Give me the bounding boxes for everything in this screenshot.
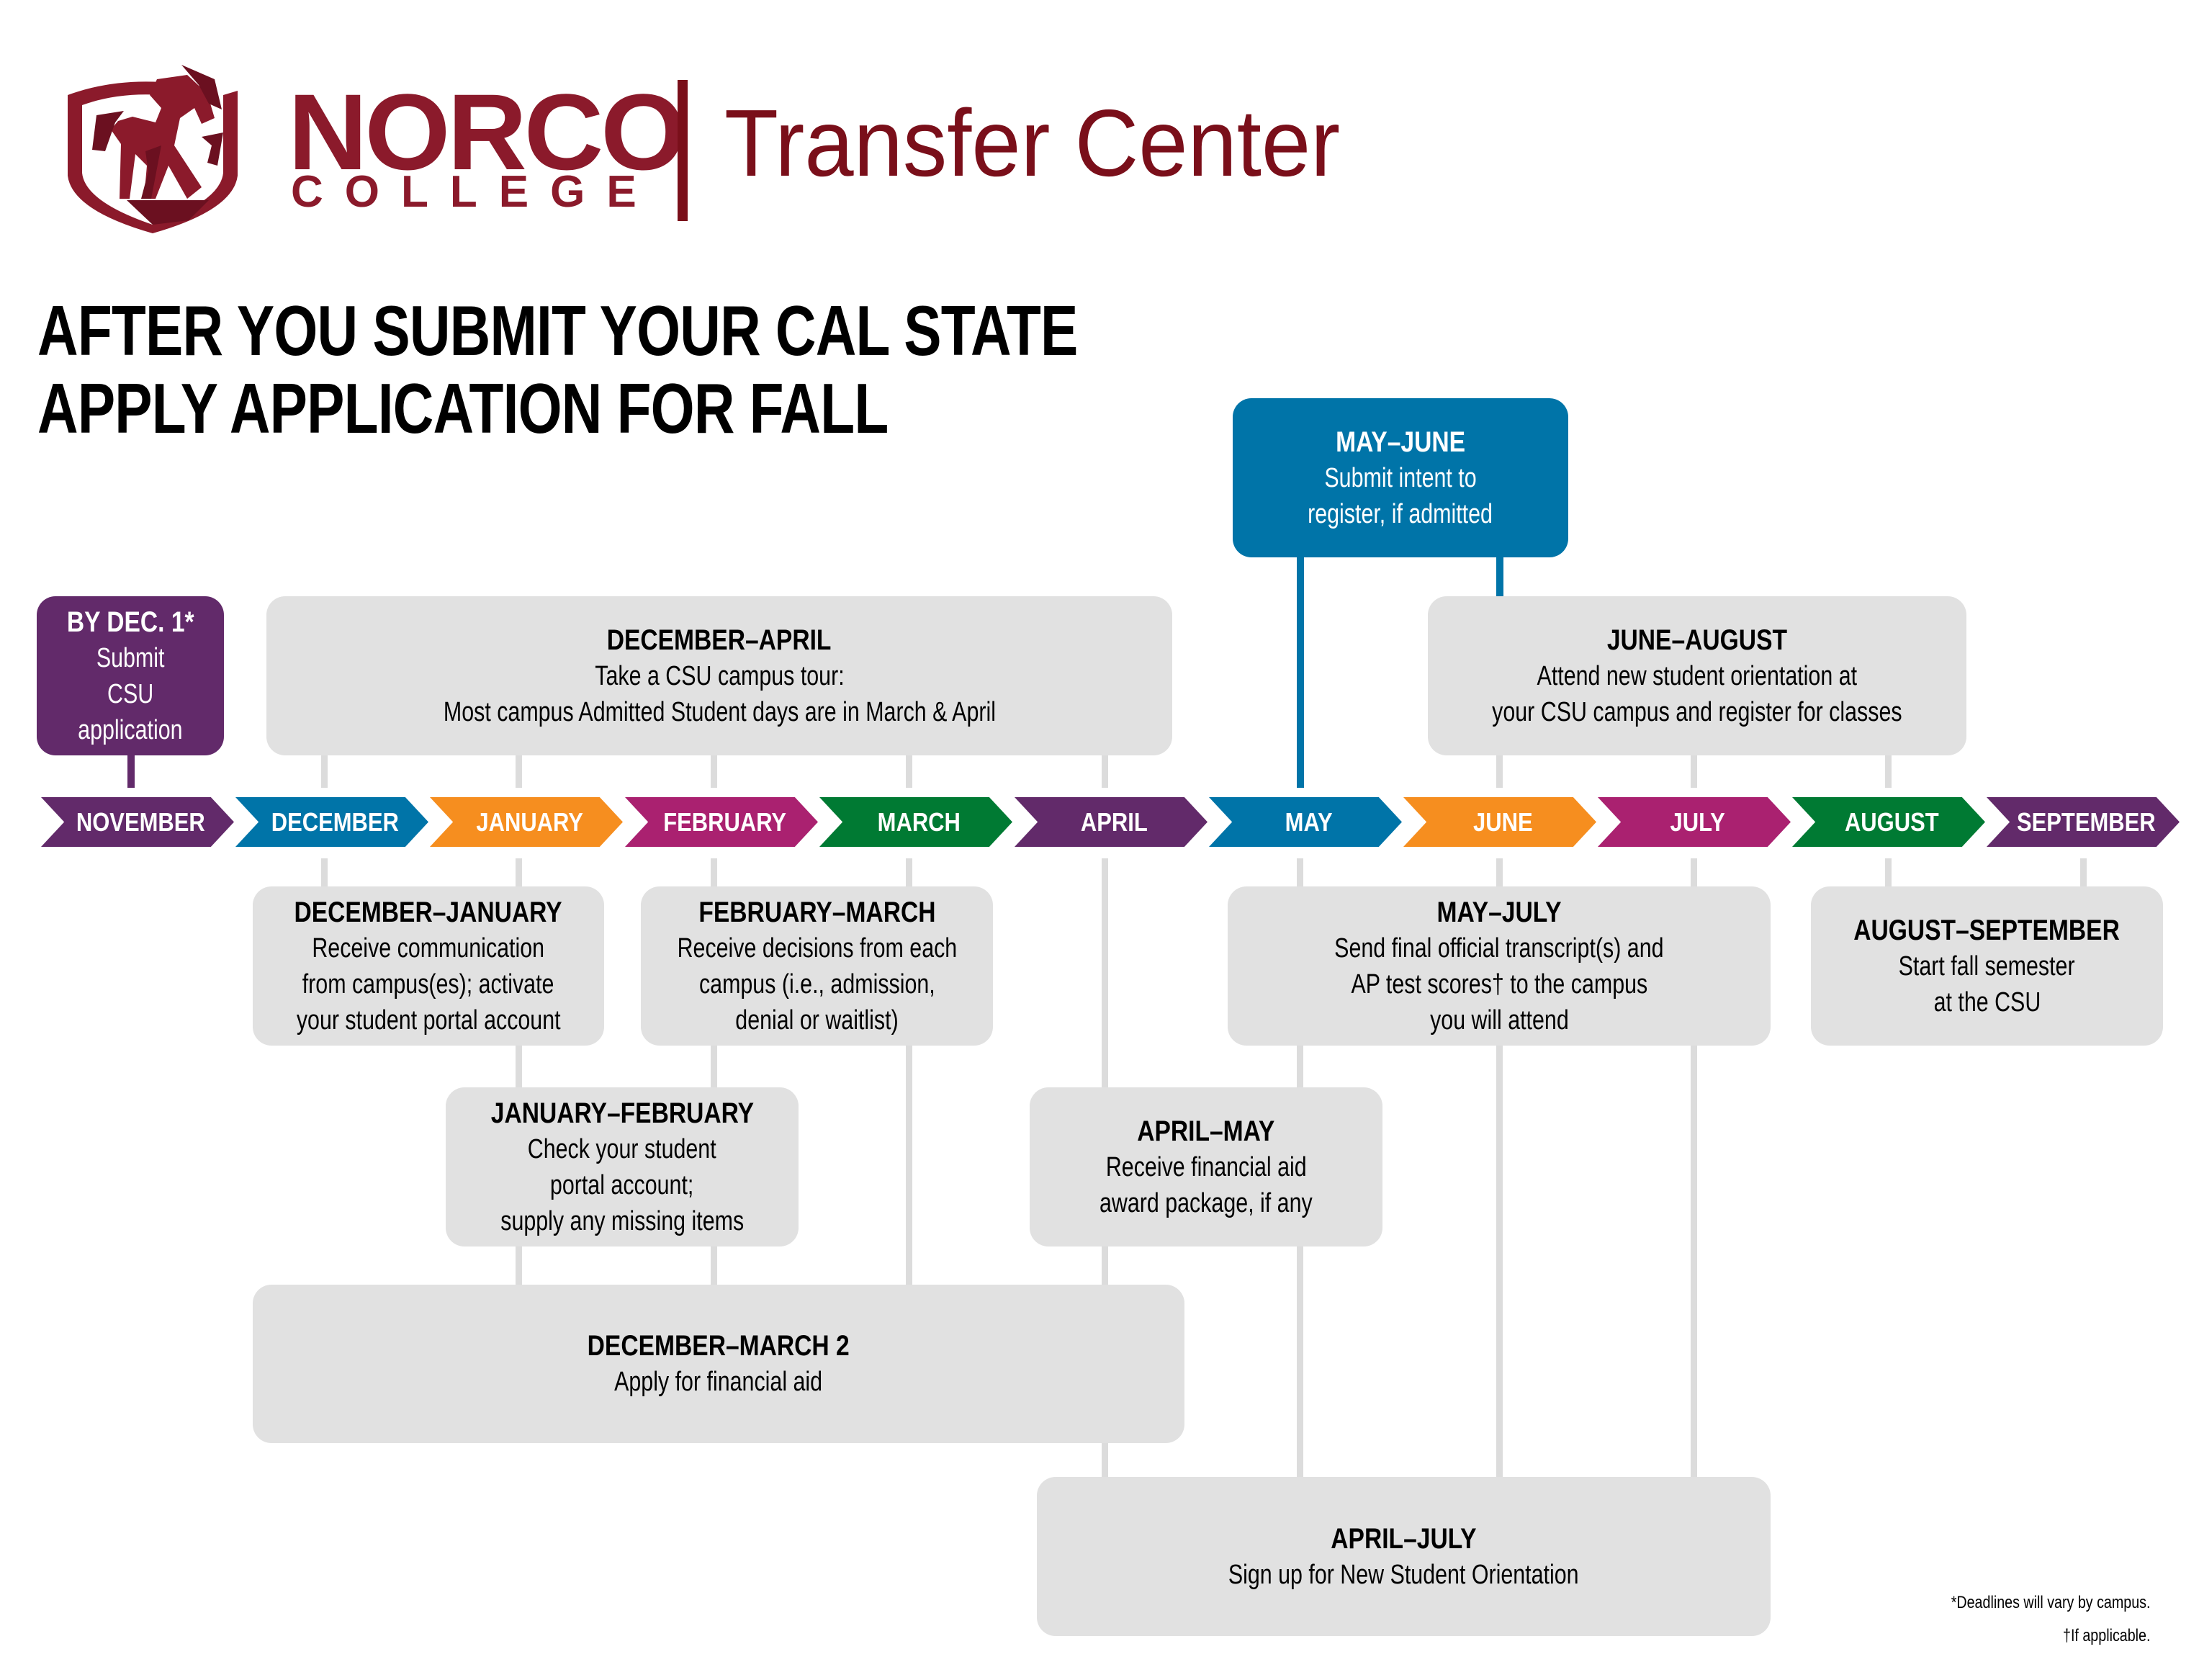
milestone-title: AUGUST–SEPTEMBER <box>1853 914 2121 946</box>
horse-shield-icon <box>68 65 238 233</box>
milestone-apr-jul: APRIL–JULY Sign up for New Student Orien… <box>1037 1477 1771 1636</box>
milestone-text: application <box>78 714 183 745</box>
month-may: MAY <box>1209 797 1402 847</box>
milestone-title: APRIL–MAY <box>1137 1115 1275 1147</box>
milestone-text: Receive financial aid <box>1105 1151 1307 1182</box>
connector-jun-aug-july <box>1691 755 1697 788</box>
milestone-text: Send final official transcript(s) and <box>1334 933 1664 963</box>
milestone-text: you will attend <box>1429 1005 1569 1036</box>
milestone-dec-apr: DECEMBER–APRIL Take a CSU campus tour: M… <box>266 596 1172 755</box>
connector-dec-apr-march <box>906 755 912 788</box>
milestone-text: denial or waitlist) <box>735 1005 899 1036</box>
milestone-may-jul: MAY–JULY Send final official transcript(… <box>1228 886 1771 1046</box>
milestone-text: supply any missing items <box>500 1205 744 1236</box>
milestone-title: APRIL–JULY <box>1331 1522 1477 1555</box>
milestone-text: at the CSU <box>1933 987 2041 1018</box>
header-divider <box>678 80 688 221</box>
wordmark-college: COLLEGE <box>291 167 658 217</box>
footnotes: *Deadlines will vary by campus. †If appl… <box>1907 1586 2150 1653</box>
milestone-aug-sep: AUGUST–SEPTEMBER Start fall semester at … <box>1811 886 2163 1046</box>
month-timeline: NOVEMBER DECEMBER JANUARY FEBRUARY MARCH… <box>0 797 2199 847</box>
milestone-jun-aug: JUNE–AUGUST Attend new student orientati… <box>1428 596 1966 755</box>
milestone-text: Take a CSU campus tour: <box>594 660 845 691</box>
milestone-title: JUNE–AUGUST <box>1606 624 1788 656</box>
milestone-text: Start fall semester <box>1899 951 2075 982</box>
milestone-text: campus (i.e., admission, <box>698 969 935 1000</box>
milestone-jan-feb: JANUARY–FEBRUARY Check your student port… <box>446 1087 799 1246</box>
page-title-line-2: APPLY APPLICATION FOR FALL <box>37 369 889 448</box>
milestone-title: DECEMBER–APRIL <box>607 624 832 656</box>
department-title: Transfer Center <box>724 90 1341 196</box>
connector-jun-aug-june <box>1496 755 1503 788</box>
milestone-text: Submit <box>96 642 165 673</box>
milestone-text: Submit intent to <box>1324 462 1477 493</box>
wordmark-norco: NORCO <box>288 71 686 192</box>
milestone-text: from campus(es); activate <box>302 969 554 1000</box>
month-september: SEPTEMBER <box>1987 797 2180 847</box>
milestone-text: award package, if any <box>1100 1187 1313 1218</box>
milestone-text: your CSU campus and register for classes <box>1492 696 1902 727</box>
milestone-by-dec-1: BY DEC. 1* Submit CSU application <box>37 596 224 755</box>
footnote-deadlines: *Deadlines will vary by campus. <box>1951 1593 2150 1612</box>
milestone-title: MAY–JULY <box>1436 896 1562 928</box>
milestone-text: AP test scores† to the campus <box>1351 969 1647 1000</box>
connector-july-down <box>1691 858 1697 1479</box>
milestone-title: BY DEC. 1* <box>66 606 194 638</box>
milestone-text: Attend new student orientation at <box>1537 660 1858 691</box>
month-august: AUGUST <box>1792 797 1985 847</box>
connector-june-down <box>1496 858 1503 1479</box>
milestone-text: Apply for financial aid <box>614 1367 823 1397</box>
connector-by-dec-1 <box>127 753 135 788</box>
milestone-text: Sign up for New Student Orientation <box>1228 1559 1579 1590</box>
milestone-text: your student portal account <box>296 1005 561 1036</box>
connector-may-jun-may <box>1297 554 1304 788</box>
page-title-line-1: AFTER YOU SUBMIT YOUR CAL STATE <box>37 291 1078 370</box>
milestone-text: portal account; <box>550 1169 694 1200</box>
milestone-feb-mar: FEBRUARY–MARCH Receive decisions from ea… <box>641 886 993 1046</box>
connector-january-down <box>516 858 522 1286</box>
month-november: NOVEMBER <box>41 797 234 847</box>
connector-dec-apr-february <box>711 755 717 788</box>
month-february: FEBRUARY <box>625 797 818 847</box>
connector-may-jun-june <box>1496 554 1503 598</box>
milestone-text: CSU <box>107 678 154 709</box>
month-april: APRIL <box>1015 797 1208 847</box>
connector-dec-apr-january <box>516 755 522 788</box>
connector-february-down <box>711 858 717 1286</box>
milestone-title: MAY–JUNE <box>1336 426 1465 458</box>
milestone-title: DECEMBER–JANUARY <box>294 896 563 928</box>
month-july: JULY <box>1598 797 1791 847</box>
milestone-title: DECEMBER–MARCH 2 <box>587 1330 850 1362</box>
month-december: DECEMBER <box>235 797 428 847</box>
connector-december-down <box>321 858 328 887</box>
footnote-if-applicable: †If applicable. <box>2062 1626 2150 1645</box>
connector-dec-apr-december <box>321 755 328 788</box>
month-january: JANUARY <box>430 797 623 847</box>
milestone-text: Receive decisions from each <box>677 933 957 963</box>
milestone-text: register, if admitted <box>1308 498 1493 529</box>
milestone-dec-jan: DECEMBER–JANUARY Receive communication f… <box>253 886 604 1046</box>
milestone-text: Most campus Admitted Student days are in… <box>443 696 996 727</box>
milestone-apr-may: APRIL–MAY Receive financial aid award pa… <box>1030 1087 1382 1246</box>
milestone-title: FEBRUARY–MARCH <box>698 896 936 928</box>
connector-august-down <box>1885 858 1892 887</box>
connector-september-down <box>2080 858 2087 887</box>
milestone-text: Receive communication <box>312 933 545 963</box>
milestone-title: JANUARY–FEBRUARY <box>490 1097 754 1129</box>
connector-dec-apr-april <box>1102 755 1108 788</box>
page-title: AFTER YOU SUBMIT YOUR CAL STATE APPLY AP… <box>37 292 1338 447</box>
milestone-may-jun: MAY–JUNE Submit intent to register, if a… <box>1233 398 1568 557</box>
month-march: MARCH <box>819 797 1012 847</box>
milestone-text: Check your student <box>528 1133 716 1164</box>
milestone-dec-mar2: DECEMBER–MARCH 2 Apply for financial aid <box>253 1285 1184 1443</box>
month-june: JUNE <box>1403 797 1596 847</box>
connector-jun-aug-august <box>1885 755 1892 788</box>
connector-march-down <box>906 858 912 1286</box>
